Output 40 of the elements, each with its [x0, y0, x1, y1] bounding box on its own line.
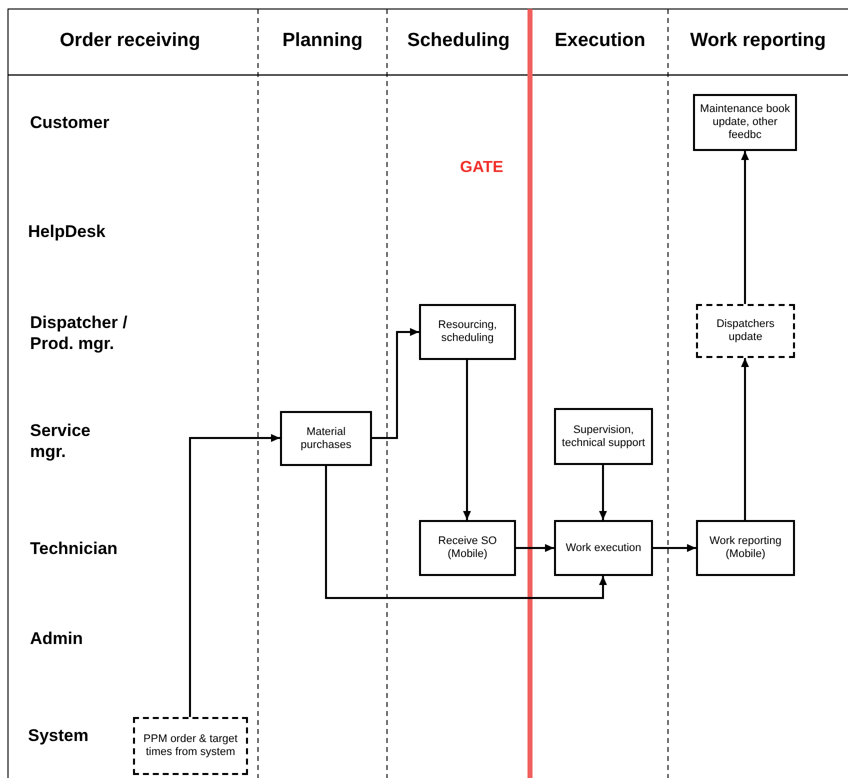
arrow — [463, 360, 471, 520]
column-header: Execution — [554, 30, 646, 52]
box-text: Dispatchers update — [715, 318, 776, 344]
box-text: Work reporting (Mobile) — [708, 535, 782, 561]
box-text: PPM order & target times from system — [142, 733, 239, 759]
column-header: Planning — [281, 30, 364, 52]
arrow — [372, 328, 419, 439]
box-text: Work execution — [566, 542, 642, 554]
dashed-process-box — [133, 717, 248, 775]
arrow — [516, 544, 554, 552]
process-box — [554, 520, 653, 576]
box-text: Supervision, technical support — [560, 424, 646, 450]
arrow — [653, 544, 696, 552]
box-text: Material purchases — [300, 426, 352, 452]
column-header: Work reporting — [689, 30, 827, 52]
row-label: Dispatcher / Prod. mgr. — [30, 312, 128, 354]
box-text: Maintenance book update, other feedbc — [699, 103, 791, 142]
process-box — [419, 520, 516, 576]
arrow — [599, 465, 607, 520]
column-header: Scheduling — [406, 30, 511, 52]
dashed-process-box — [696, 304, 795, 358]
process-box — [554, 408, 653, 465]
row-label: HelpDesk — [28, 222, 106, 242]
box-text: Resourcing, scheduling — [437, 319, 498, 345]
column-header: Order receiving — [58, 30, 202, 52]
row-label: Service mgr. — [30, 420, 92, 462]
process-box — [696, 520, 795, 576]
process-box — [693, 94, 797, 151]
row-label: Customer — [30, 113, 110, 133]
gate-label: GATE — [460, 159, 504, 177]
row-label: System — [28, 726, 88, 746]
process-box — [280, 411, 372, 466]
row-label: Admin — [30, 629, 83, 649]
arrow — [189, 434, 280, 717]
box-text: Receive SO (Mobile) — [437, 535, 498, 561]
arrow — [325, 466, 607, 599]
process-box — [419, 304, 516, 360]
row-label: Technician — [30, 539, 118, 559]
arrow — [741, 358, 749, 520]
arrow — [741, 151, 749, 304]
